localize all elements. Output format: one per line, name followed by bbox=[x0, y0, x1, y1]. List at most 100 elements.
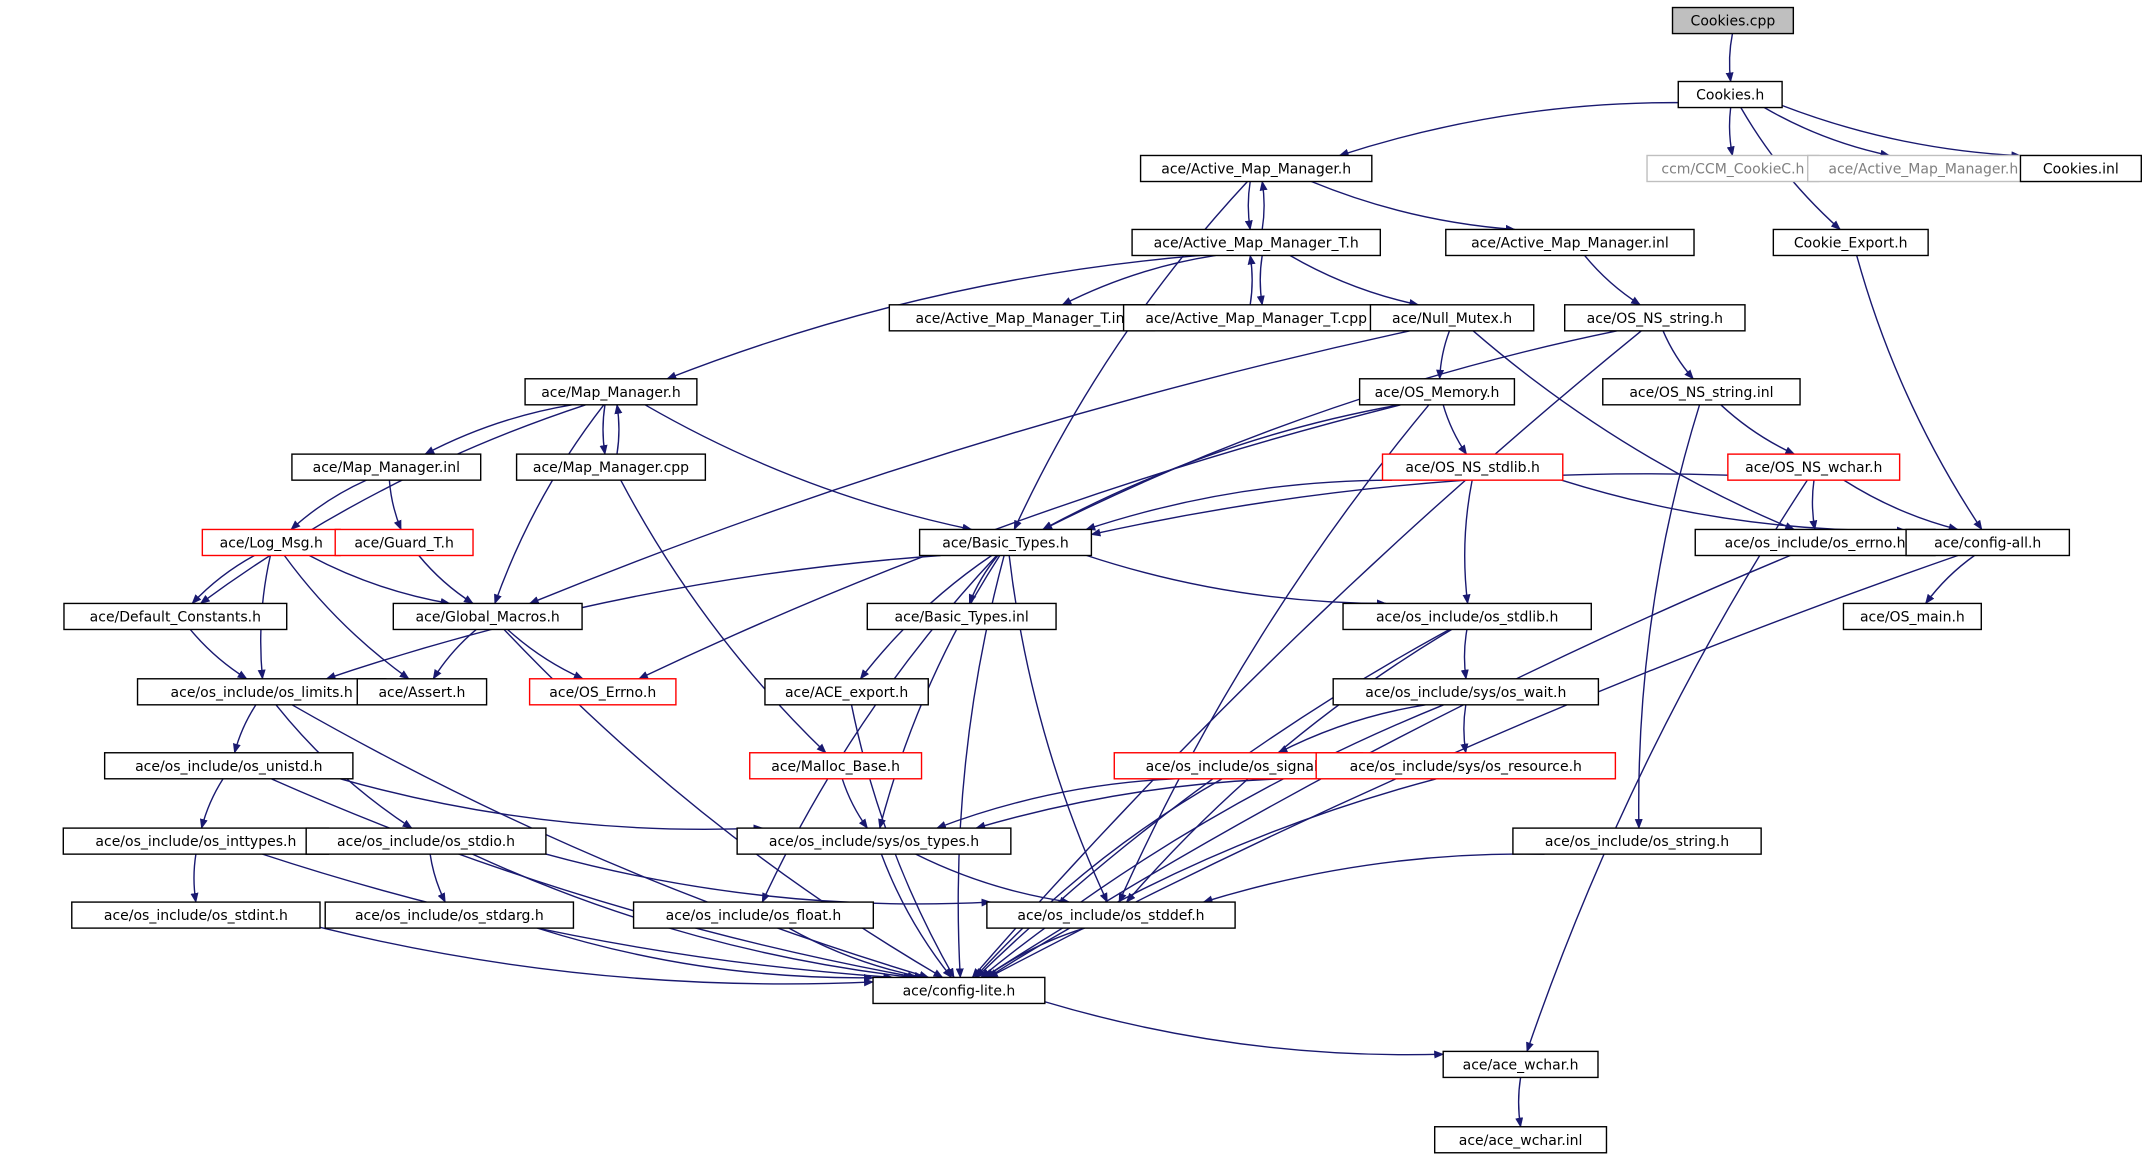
graph-node-ace-active-map-manager-t-h[interactable]: ace/Active_Map_Manager_T.h bbox=[1131, 228, 1382, 257]
graph-node-ace-os-include-os-stdio-h[interactable]: ace/os_include/os_stdio.h bbox=[305, 827, 547, 855]
node-box bbox=[1315, 752, 1617, 780]
graph-node-ace-ace-export-h[interactable]: ace/ACE_export.h bbox=[764, 678, 929, 706]
edge-n0-to-n1 bbox=[1725, 33, 1734, 83]
node-label: ace/Basic_Types.inl bbox=[895, 609, 1029, 625]
graph-node-ace-guard-t-h[interactable]: ace/Guard_T.h bbox=[334, 528, 474, 557]
graph-node-ace-os-ns-wchar-h[interactable]: ace/OS_NS_wchar.h bbox=[1727, 453, 1901, 481]
edge-n6-to-n13 bbox=[666, 254, 1201, 380]
graph-node-ace-os-include-os-limits-h[interactable]: ace/os_include/os_limits.h bbox=[136, 678, 387, 706]
graph-node-ace-os-include-sys-os-types-h[interactable]: ace/os_include/sys/os_types.h bbox=[736, 827, 1012, 855]
node-box bbox=[1139, 154, 1373, 183]
node-box bbox=[1807, 154, 2040, 183]
node-box bbox=[334, 528, 474, 557]
node-label: ace/os_include/os_stdarg.h bbox=[355, 908, 544, 924]
edge-n6-to-n2 bbox=[1259, 180, 1268, 230]
node-label: Cookies.cpp bbox=[1691, 14, 1776, 30]
graph-node-ace-active-map-manager-t-inl[interactable]: ace/Active_Map_Manager_T.inl bbox=[888, 304, 1156, 332]
node-box bbox=[1905, 528, 2071, 557]
edge-n13-to-n16 bbox=[424, 404, 573, 455]
edge-n25-to-n30 bbox=[189, 629, 248, 680]
graph-node-ace-os-include-os-stdlib-h[interactable]: ace/os_include/os_stdlib.h bbox=[1342, 602, 1592, 631]
graph-node-ace-null-mutex-h[interactable]: ace/Null_Mutex.h bbox=[1369, 304, 1535, 332]
edge-n35-to-n39 bbox=[199, 778, 224, 830]
graph-node-ace-map-manager-inl[interactable]: ace/Map_Manager.inl bbox=[291, 453, 482, 481]
node-box bbox=[1332, 678, 1600, 706]
graph-node-cookies-cpp[interactable]: Cookies.cpp bbox=[1671, 6, 1795, 35]
node-box bbox=[291, 453, 482, 481]
edge-n20-to-n31 bbox=[283, 555, 410, 680]
edge-n47-to-n48 bbox=[1044, 1001, 1445, 1059]
graph-node-cookies-inl[interactable]: Cookies.inl bbox=[2019, 154, 2142, 183]
edge-n14-to-n18 bbox=[1442, 404, 1468, 455]
edge-n18-to-n22 bbox=[1085, 479, 1392, 531]
node-box bbox=[749, 752, 923, 780]
graph-node-ace-active-map-manager-h[interactable]: ace/Active_Map_Manager.h bbox=[1139, 154, 1373, 183]
graph-node-ace-os-include-os-string-h[interactable]: ace/os_include/os_string.h bbox=[1512, 827, 1762, 855]
node-box bbox=[1602, 378, 1801, 406]
edge-n18-to-n24 bbox=[1561, 479, 1908, 535]
graph-node-ace-os-include-sys-os-resource-h[interactable]: ace/os_include/sys/os_resource.h bbox=[1315, 752, 1617, 780]
graph-node-ace-os-include-os-stdint-h[interactable]: ace/os_include/os_stdint.h bbox=[71, 901, 321, 929]
node-label: ace/Guard_T.h bbox=[354, 535, 454, 551]
graph-node-ace-malloc-base-h[interactable]: ace/Malloc_Base.h bbox=[749, 752, 923, 780]
node-label: ace/OS_NS_wchar.h bbox=[1745, 460, 1882, 476]
node-box bbox=[1131, 228, 1382, 257]
edge-n17-to-n13 bbox=[614, 403, 623, 455]
node-box bbox=[986, 901, 1236, 929]
node-box bbox=[1563, 304, 1746, 332]
edge-n41-to-n46 bbox=[915, 853, 1071, 905]
graph-node-ace-default-constants-h[interactable]: ace/Default_Constants.h bbox=[63, 602, 288, 631]
edge-n13-to-n17 bbox=[599, 404, 608, 456]
graph-node-ace-active-map-manager-inl[interactable]: ace/Active_Map_Manager.inl bbox=[1445, 228, 1695, 257]
node-label: Cookie_Export.h bbox=[1794, 235, 1908, 251]
node-box bbox=[1445, 228, 1695, 257]
graph-node-ace-os-include-os-inttypes-h[interactable]: ace/os_include/os_inttypes.h bbox=[62, 827, 330, 855]
graph-node-ace-map-manager-cpp[interactable]: ace/Map_Manager.cpp bbox=[515, 453, 707, 481]
edge-n2-to-n7 bbox=[1311, 180, 1516, 233]
node-label: ace/Map_Manager.h bbox=[541, 385, 681, 401]
edge-n6-to-n10 bbox=[1256, 255, 1265, 306]
node-label: ace/Default_Constants.h bbox=[90, 609, 261, 625]
graph-node-ace-log-msg-h[interactable]: ace/Log_Msg.h bbox=[201, 528, 341, 557]
node-box bbox=[866, 602, 1057, 631]
graph-node-ace-os-include-os-float-h[interactable]: ace/os_include/os_float.h bbox=[632, 901, 875, 929]
graph-node-ace-active-map-manager-t-cpp[interactable]: ace/Active_Map_Manager_T.cpp bbox=[1122, 304, 1390, 332]
graph-node-ace-map-manager-h[interactable]: ace/Map_Manager.h bbox=[524, 378, 698, 406]
graph-node-ace-basic-types-h[interactable]: ace/Basic_Types.h bbox=[918, 528, 1093, 557]
graph-node-ace-os-include-os-stdarg-h[interactable]: ace/os_include/os_stdarg.h bbox=[324, 901, 575, 929]
edge-n46-to-n47 bbox=[984, 927, 1085, 979]
node-label: ace/os_include/os_limits.h bbox=[171, 685, 353, 701]
graph-node-ace-os-include-sys-os-wait-h[interactable]: ace/os_include/sys/os_wait.h bbox=[1332, 678, 1600, 706]
graph-node-ccm-ccm-cookiec-h[interactable]: ccm/CCM_CookieC.h bbox=[1646, 154, 1820, 183]
node-label: ace/os_include/os_signal.h bbox=[1146, 759, 1332, 775]
graph-node-ace-os-include-os-unistd-h[interactable]: ace/os_include/os_unistd.h bbox=[103, 752, 354, 780]
graph-node-ace-os-ns-string-h[interactable]: ace/OS_NS_string.h bbox=[1563, 304, 1746, 332]
graph-node-ace-os-main-h[interactable]: ace/OS_main.h bbox=[1842, 602, 1982, 631]
node-box bbox=[201, 528, 341, 557]
graph-node-ace-os-ns-stdlib-h[interactable]: ace/OS_NS_stdlib.h bbox=[1381, 453, 1564, 481]
graph-node-ace-basic-types-inl[interactable]: ace/Basic_Types.inl bbox=[866, 602, 1057, 631]
node-label: ace/OS_NS_string.h bbox=[1587, 311, 1723, 327]
graph-node-ace-os-memory-h[interactable]: ace/OS_Memory.h bbox=[1358, 378, 1516, 406]
graph-node-cookies-h[interactable]: Cookies.h bbox=[1677, 80, 1783, 109]
node-label: ace/os_include/sys/os_resource.h bbox=[1350, 759, 1582, 775]
graph-node-ace-assert-h[interactable]: ace/Assert.h bbox=[356, 678, 488, 706]
edge-n39-to-n43 bbox=[190, 854, 199, 904]
node-box bbox=[324, 901, 575, 929]
graph-node-ace-config-all-h[interactable]: ace/config-all.h bbox=[1905, 528, 2071, 557]
node-label: ace/Assert.h bbox=[378, 685, 465, 701]
graph-node-ace-os-include-os-stddef-h[interactable]: ace/os_include/os_stddef.h bbox=[986, 901, 1236, 929]
graph-node-ace-os-include-os-errno-h[interactable]: ace/os_include/os_errno.h bbox=[1694, 528, 1936, 557]
graph-node-cookie-export-h[interactable]: Cookie_Export.h bbox=[1772, 228, 1929, 257]
graph-node-ace-os-ns-string-inl[interactable]: ace/OS_NS_string.inl bbox=[1602, 378, 1801, 406]
graph-node-ace-os-errno-h[interactable]: ace/OS_Errno.h bbox=[528, 678, 677, 706]
edge-n6-to-n11 bbox=[1289, 254, 1420, 307]
graph-node-ace-global-macros-h[interactable]: ace/Global_Macros.h bbox=[392, 602, 583, 631]
graph-node-ace-ace-wchar-inl[interactable]: ace/ace_wchar.inl bbox=[1433, 1126, 1608, 1154]
node-box bbox=[632, 901, 875, 929]
graph-node-ace-ace-wchar-h[interactable]: ace/ace_wchar.h bbox=[1442, 1050, 1599, 1079]
edge-n40-to-n47 bbox=[472, 853, 914, 981]
graph-node-ace-active-map-manager-h[interactable]: ace/Active_Map_Manager.h bbox=[1807, 154, 2040, 183]
graph-node-ace-config-lite-h[interactable]: ace/config-lite.h bbox=[872, 976, 1046, 1005]
